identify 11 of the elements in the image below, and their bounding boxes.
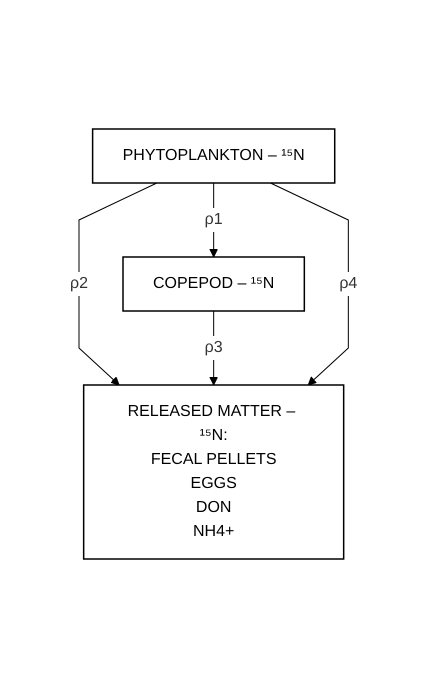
node-box: RELEASED MATTER – ¹⁵N: FECAL PELLETS EGGS DON NH4+ (83, 384, 345, 560)
edge-label: ρ2 (70, 275, 88, 292)
node-box: COPEPOD – ¹⁵N (122, 256, 306, 312)
arrow (210, 310, 218, 386)
edge-label: ρ1 (204, 211, 223, 228)
arrow (210, 182, 218, 258)
edge-label: ρ3 (204, 339, 223, 356)
arrow (78, 182, 158, 386)
arrow (270, 182, 350, 386)
node-box: PHYTOPLANKTON – ¹⁵N (92, 128, 336, 184)
edge-label: ρ4 (340, 275, 358, 292)
